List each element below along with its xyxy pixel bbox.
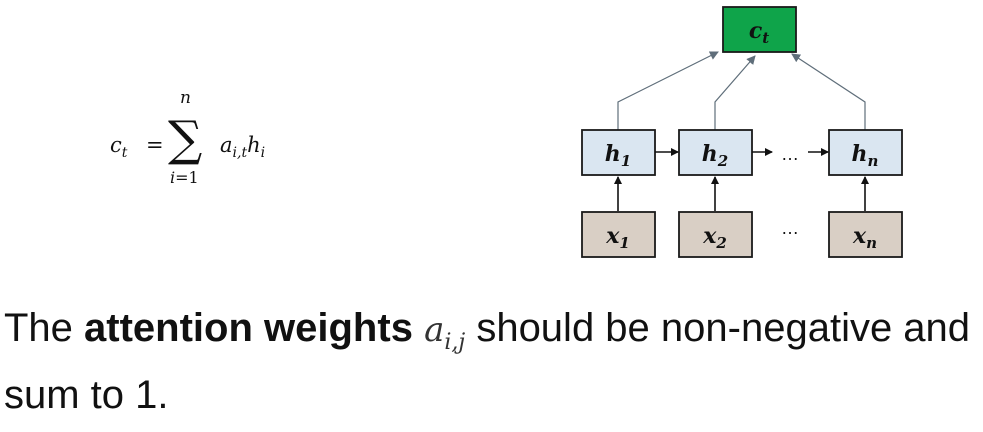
caption-emphasis: attention weights	[84, 306, 413, 350]
connector-hn	[791, 53, 866, 130]
summation-symbol: ∑	[168, 111, 203, 167]
summation-lower-bound: i=1	[170, 168, 199, 187]
context-vector-formula: ct = ∑ n i=1 ai,thi	[110, 88, 310, 198]
input-node-n: xn	[828, 211, 903, 258]
formula-summand: ai,thi	[220, 133, 266, 162]
hidden-ellipsis: …	[781, 144, 799, 164]
connector-h1	[617, 51, 719, 130]
svg-text:hn: hn	[852, 141, 879, 170]
formula-lhs: ct	[110, 133, 128, 162]
connector-h2	[714, 55, 756, 130]
svg-text:h1: h1	[605, 141, 631, 170]
output-node: ct	[722, 6, 797, 53]
input-arrows	[614, 176, 869, 211]
summation-upper-bound: n	[180, 88, 191, 108]
attention-diagram: ct h1 h2 hn …	[581, 6, 903, 258]
input-node-1: x1	[581, 211, 656, 258]
hidden-node-n: hn	[828, 129, 903, 176]
input-ellipsis: …	[781, 218, 799, 238]
hidden-node-1: h1	[581, 129, 656, 176]
svg-text:h2: h2	[702, 141, 728, 170]
svg-text:x2: x2	[702, 223, 727, 252]
svg-text:ct: ct	[749, 18, 769, 47]
caption-math: ai,j	[424, 310, 466, 355]
caption: The attention weights ai,j should be non…	[4, 306, 971, 417]
svg-text:xn: xn	[852, 223, 877, 252]
svg-text:x1: x1	[605, 223, 630, 252]
input-node-2: x2	[678, 211, 753, 258]
formula-equals: =	[146, 133, 164, 157]
attention-connectors	[617, 51, 866, 130]
hidden-node-2: h2	[678, 129, 753, 176]
